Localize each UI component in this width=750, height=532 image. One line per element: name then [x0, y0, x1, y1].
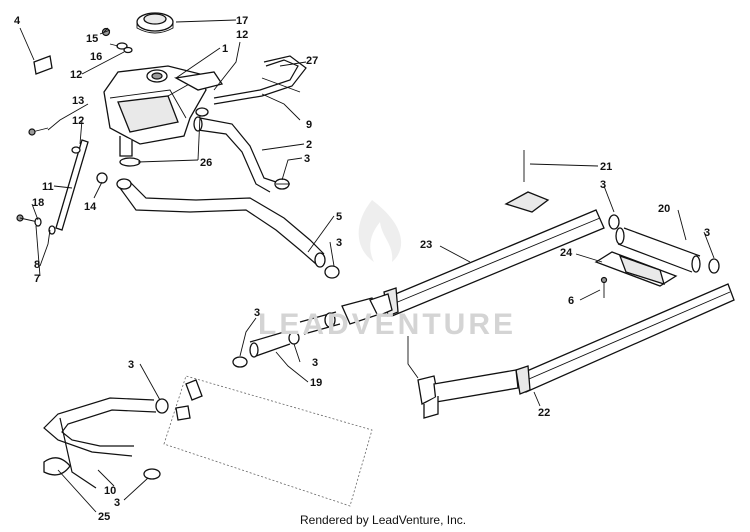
- callout-10: 10: [104, 485, 116, 497]
- lower-coolant-hose: [116, 178, 326, 268]
- callout-16: 16: [90, 51, 102, 63]
- callout-13: 13: [72, 95, 84, 107]
- callout-27: 27: [306, 55, 318, 67]
- coupler-hose: [299, 311, 341, 335]
- hose-clamp: [143, 398, 169, 480]
- callout-17: 17: [236, 15, 248, 27]
- callout-5: 5: [336, 211, 342, 223]
- hose-clamp: [324, 265, 340, 279]
- crossover-hose-20: [615, 227, 701, 273]
- callout-18: 18: [32, 197, 44, 209]
- footer-credit: Rendered by LeadVenture, Inc.: [300, 513, 467, 527]
- bleeder-screw-21: [504, 150, 550, 213]
- warning-decal: [33, 55, 53, 75]
- rear-bracket-24: [594, 251, 678, 287]
- callout-6: 6: [568, 295, 574, 307]
- radiator-cap: [136, 12, 174, 34]
- callout-11: 11: [42, 181, 54, 193]
- mounting-strap: [55, 139, 89, 231]
- callout-3: 3: [114, 497, 120, 509]
- washer-16: [116, 42, 133, 54]
- callout-3: 3: [336, 237, 342, 249]
- hose-clamp: [232, 331, 300, 368]
- callout-3: 3: [600, 179, 606, 191]
- callout-12: 12: [236, 29, 248, 41]
- callout-3: 3: [704, 227, 710, 239]
- callout-3: 3: [304, 153, 310, 165]
- callout-labels: 17 4 15 16 12 12 1 27 13 12 9 2 26 3 11 …: [14, 15, 710, 523]
- callout-25: 25: [98, 511, 110, 523]
- front-shield-panel: [163, 375, 373, 507]
- connector-hose-19: [249, 331, 291, 358]
- clamp-25: [43, 457, 71, 476]
- front-hose-10: [43, 397, 157, 489]
- screw-15: [99, 27, 111, 37]
- callout-3: 3: [128, 359, 134, 371]
- upper-coolant-hose: [193, 116, 277, 193]
- callout-21: 21: [600, 161, 612, 173]
- callout-26: 26: [200, 157, 212, 169]
- leadventure-flame-icon: [358, 200, 402, 262]
- callout-3: 3: [254, 307, 260, 319]
- callout-14: 14: [84, 201, 97, 213]
- callout-23: 23: [420, 239, 432, 251]
- coolant-reservoir-tank: [103, 65, 224, 157]
- watermark: LEADVENTURE: [258, 308, 517, 341]
- callout-3: 3: [312, 357, 318, 369]
- leader-lines: [19, 19, 715, 513]
- callout-1: 1: [222, 43, 228, 55]
- callout-20: 20: [658, 203, 670, 215]
- center-coolant-connector: [341, 293, 393, 325]
- bolt-18: [16, 214, 56, 235]
- heat-exchanger-right-22: [515, 283, 735, 395]
- exchanger-elbow-connector: [417, 369, 519, 419]
- spacer-14: [96, 172, 108, 184]
- tank-filler-neck: [146, 69, 168, 83]
- callout-15: 15: [86, 33, 98, 45]
- callout-24: 24: [560, 247, 573, 259]
- callout-22: 22: [538, 407, 550, 419]
- callout-7: 7: [34, 273, 40, 285]
- bolt-13: [28, 127, 81, 154]
- callout-12: 12: [72, 115, 84, 127]
- callout-9: 9: [306, 119, 312, 131]
- hose-clamp: [274, 178, 290, 190]
- bolt-6: [600, 276, 608, 298]
- hose-clamp: [608, 214, 720, 274]
- callout-19: 19: [310, 377, 322, 389]
- callout-4: 4: [14, 15, 21, 27]
- callout-2: 2: [306, 139, 312, 151]
- callout-12: 12: [70, 69, 82, 81]
- overflow-hose: [213, 55, 307, 105]
- callout-8: 8: [34, 259, 40, 271]
